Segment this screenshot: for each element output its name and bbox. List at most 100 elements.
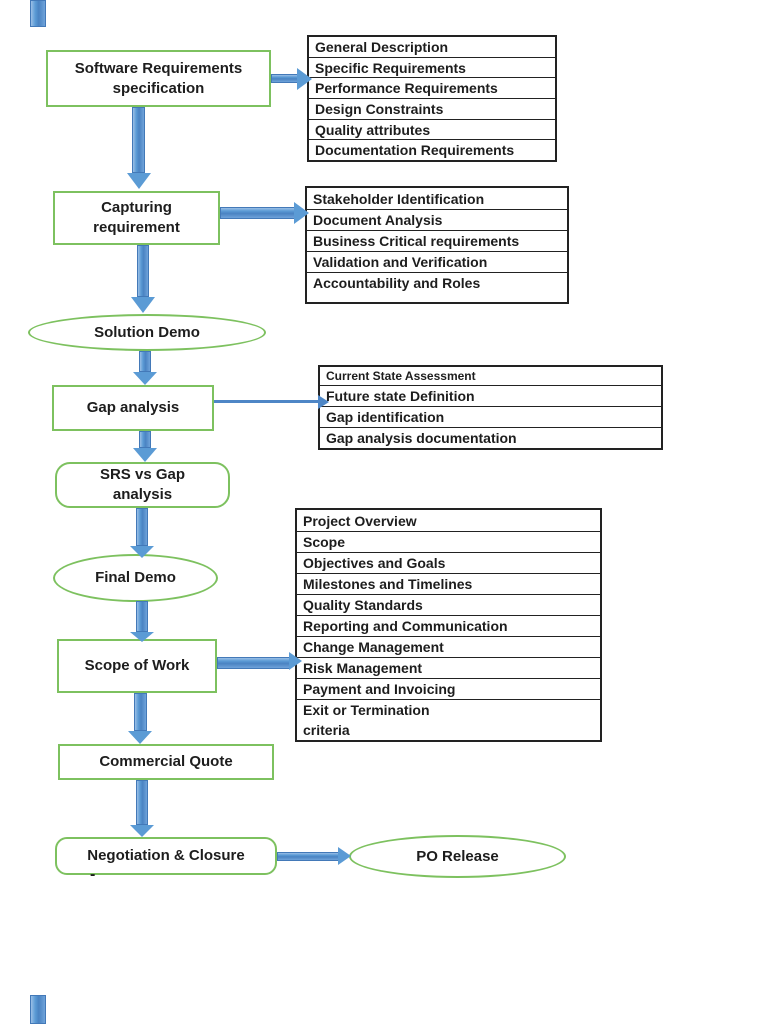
table-cell: Risk Management xyxy=(303,660,423,676)
table-row: Milestones and Timelines xyxy=(297,573,600,594)
arrowhead-right-icon xyxy=(318,395,329,409)
arrowhead-right-icon xyxy=(294,202,309,224)
table-cell: Milestones and Timelines xyxy=(303,576,473,592)
table-cell: Validation and Verification xyxy=(313,254,488,270)
table-row: Quality Standards xyxy=(297,594,600,615)
table-row: Validation and Verification xyxy=(307,251,567,272)
arrowhead-down-icon xyxy=(130,825,154,837)
table-cell: Payment and Invoicing xyxy=(303,681,456,697)
table-cell: Reporting and Communication xyxy=(303,618,508,634)
table-row: Risk Management xyxy=(297,657,600,678)
node-label: Negotiation & Closure xyxy=(87,847,245,864)
arrow-srs-vs-gap-to-final-demo xyxy=(136,508,148,546)
table-row: Current State Assessment xyxy=(320,367,661,385)
arrow-capturing-to-details xyxy=(220,207,295,219)
table-cell: Gap analysis documentation xyxy=(326,430,517,446)
table-row: Scope xyxy=(297,531,600,552)
node-gap-analysis: Gap analysis xyxy=(52,385,214,431)
node-solution-demo: Solution Demo xyxy=(28,314,266,351)
arrowhead-down-icon xyxy=(130,632,154,642)
table-cell: Exit or Termination criteria xyxy=(303,702,430,738)
node-scope-of-work: Scope of Work xyxy=(57,639,217,693)
arrowhead-down-icon xyxy=(128,731,152,744)
table-cell: Gap identification xyxy=(326,409,445,425)
arrow-gap-to-details xyxy=(214,400,320,403)
table-cell: Business Critical requirements xyxy=(313,233,520,249)
table-row: Reporting and Communication xyxy=(297,615,600,636)
scope-of-work-details-table: Project Overview Scope Objectives and Go… xyxy=(295,508,602,742)
table-cell: Scope xyxy=(303,534,346,550)
table-cell: Document Analysis xyxy=(313,212,443,228)
node-software-requirements-specification: Software Requirements specification xyxy=(46,50,271,107)
arrowhead-right-icon xyxy=(289,652,302,670)
table-cell: Objectives and Goals xyxy=(303,555,446,571)
node-label: PO Release xyxy=(416,847,499,865)
arrowhead-down-icon xyxy=(127,173,151,189)
node-label: Scope of Work xyxy=(84,657,190,674)
table-row: Gap identification xyxy=(320,406,661,427)
table-row: Accountability and Roles xyxy=(307,272,567,293)
arrow-capturing-to-solution-demo xyxy=(137,245,149,297)
table-cell: Performance Requirements xyxy=(315,80,498,97)
table-row: Future state Definition xyxy=(320,385,661,406)
table-row: Payment and Invoicing xyxy=(297,678,600,699)
clipped-connector-top xyxy=(30,0,46,27)
table-cell: Design Constraints xyxy=(315,100,444,117)
arrow-solution-demo-to-gap xyxy=(139,351,151,372)
arrow-gap-to-srs-vs-gap xyxy=(139,431,151,448)
table-row: Exit or Termination criteria xyxy=(297,699,600,740)
table-row: Document Analysis xyxy=(307,209,567,230)
arrow-srs-to-details xyxy=(271,74,298,83)
arrow-negotiation-to-po xyxy=(277,852,339,861)
arrow-srs-to-capturing xyxy=(132,107,145,173)
node-label: Gap analysis xyxy=(86,399,180,416)
arrowhead-down-icon xyxy=(133,372,157,385)
table-cell: Change Management xyxy=(303,639,444,655)
table-row: Gap analysis documentation xyxy=(320,427,661,448)
table-row: Change Management xyxy=(297,636,600,657)
table-cell: Accountability and Roles xyxy=(313,275,481,291)
table-cell: Quality Standards xyxy=(303,597,423,613)
arrowhead-down-icon xyxy=(130,546,154,558)
table-row: Business Critical requirements xyxy=(307,230,567,251)
table-cell: Project Overview xyxy=(303,512,417,529)
table-cell: Documentation Requirements xyxy=(315,142,515,159)
node-po-release: PO Release xyxy=(349,835,566,878)
node-label: Solution Demo xyxy=(94,323,200,341)
table-row: Performance Requirements xyxy=(309,77,555,98)
node-negotiation-closure: Negotiation & Closure xyxy=(55,837,277,875)
srs-details-table: General Description Specific Requirement… xyxy=(307,35,557,162)
node-label: Capturing requirement xyxy=(93,199,180,236)
node-srs-vs-gap-analysis: SRS vs Gap analysis xyxy=(55,462,230,508)
table-cell: General Description xyxy=(315,38,449,55)
arrow-scope-to-details xyxy=(217,657,290,669)
table-row: Documentation Requirements xyxy=(309,139,555,160)
node-label: Final Demo xyxy=(95,569,176,586)
table-row: Design Constraints xyxy=(309,98,555,119)
table-row: Quality attributes xyxy=(309,118,555,140)
table-row: Stakeholder Identification xyxy=(307,188,567,209)
node-label: Commercial Quote xyxy=(99,753,233,770)
node-commercial-quote: Commercial Quote xyxy=(58,744,274,780)
stray-dash: - xyxy=(90,866,96,883)
table-row: Objectives and Goals xyxy=(297,552,600,573)
gap-details-table: Current State Assessment Future state De… xyxy=(318,365,663,450)
capturing-details-table: Stakeholder Identification Document Anal… xyxy=(305,186,569,304)
arrowhead-right-icon xyxy=(297,68,312,90)
node-label: Software Requirements specification xyxy=(74,59,243,97)
node-capturing-requirement: Capturing requirement xyxy=(53,191,220,245)
node-final-demo: Final Demo xyxy=(53,554,218,602)
table-row: Specific Requirements xyxy=(309,56,555,78)
arrowhead-down-icon xyxy=(131,297,155,313)
arrowhead-down-icon xyxy=(133,448,157,462)
table-cell: Quality attributes xyxy=(315,121,431,138)
node-label: SRS vs Gap analysis xyxy=(99,466,186,503)
table-cell: Specific Requirements xyxy=(315,59,466,76)
arrow-scope-to-commercial xyxy=(134,693,147,731)
arrow-final-demo-to-scope xyxy=(136,601,148,632)
arrowhead-right-icon xyxy=(338,847,351,865)
table-cell: Future state Definition xyxy=(326,388,475,404)
table-cell: Stakeholder Identification xyxy=(313,190,485,207)
clipped-connector-bottom xyxy=(30,995,46,1024)
